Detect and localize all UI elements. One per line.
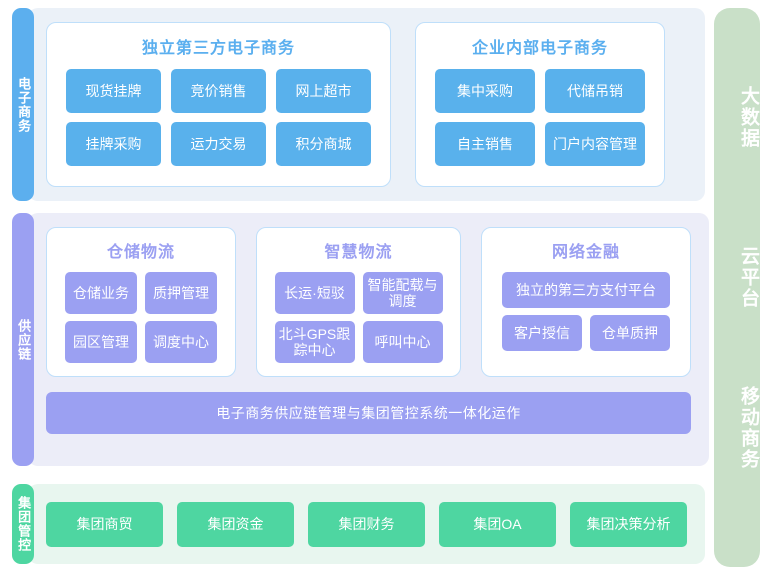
item-button[interactable]: 代储吊销 (545, 69, 645, 113)
panel-title-internal: 企业内部电子商务 (471, 40, 608, 57)
item-button[interactable]: 独立的第三方支付平台 (502, 272, 670, 308)
item-button[interactable]: 竞价销售 (171, 69, 266, 113)
row-tab-ecommerce[interactable]: 电子商务 (12, 8, 34, 201)
item-button[interactable]: 集团财务 (308, 501, 425, 547)
item-button[interactable]: 积分商城 (276, 122, 371, 166)
panel-warehouse-logistics: 仓储物流 仓储业务 质押管理 园区管理 调度中心 (46, 227, 236, 377)
item-button[interactable]: 门户内容管理 (545, 122, 645, 166)
item-button[interactable]: 质押管理 (145, 272, 217, 314)
panel-title-warehouse: 仓储物流 (106, 244, 175, 261)
rail-label-cloud-platform[interactable]: 云平台 (738, 246, 759, 309)
item-button[interactable]: 仓储业务 (65, 272, 137, 314)
item-button[interactable]: 客户授信 (502, 315, 582, 351)
button-grid-warehouse: 仓储业务 质押管理 园区管理 调度中心 (65, 272, 217, 363)
button-grid-internal: 集中采购 代储吊销 自主销售 门户内容管理 (435, 69, 645, 166)
item-button[interactable]: 长运·短驳 (274, 272, 355, 314)
item-button[interactable]: 调度中心 (145, 321, 217, 363)
row-tab-group-control[interactable]: 集团管控 (12, 484, 34, 564)
item-button[interactable]: 呼叫中心 (362, 321, 443, 363)
row-supply-chain: 供应链 仓储物流 仓储业务 质押管理 园区管理 调度中心 智慧物流 长运·短驳 (12, 213, 709, 466)
panel-third-party-ecommerce: 独立第三方电子商务 现货挂牌 竞价销售 网上超市 挂牌采购 运力交易 积分商城 (46, 22, 391, 187)
panel-title-smart-logistics: 智慧物流 (324, 244, 393, 261)
panel-network-finance: 网络金融 独立的第三方支付平台 客户授信 仓单质押 (481, 227, 691, 377)
row-body-supply-chain: 仓储物流 仓储业务 质押管理 园区管理 调度中心 智慧物流 长运·短驳 智能配载… (28, 213, 709, 466)
panel-title-network-finance: 网络金融 (551, 244, 620, 261)
button-grid-third-party: 现货挂牌 竞价销售 网上超市 挂牌采购 运力交易 积分商城 (66, 69, 371, 166)
supply-chain-banner[interactable]: 电子商务供应链管理与集团管控系统一体化运作 (46, 392, 691, 434)
rail-label-big-data[interactable]: 大数据 (738, 86, 759, 149)
row-body-group-control: 集团商贸 集团资金 集团财务 集团OA 集团决策分析 (28, 484, 705, 564)
panel-title-third-party: 独立第三方电子商务 (141, 40, 295, 57)
rail-label-mobile-commerce[interactable]: 移动商务 (738, 386, 759, 470)
item-button[interactable]: 现货挂牌 (66, 69, 161, 113)
item-button[interactable]: 运力交易 (171, 122, 266, 166)
row-body-ecommerce: 独立第三方电子商务 现货挂牌 竞价销售 网上超市 挂牌采购 运力交易 积分商城 … (28, 8, 705, 201)
item-button[interactable]: 集团决策分析 (570, 501, 687, 547)
row-ecommerce: 电子商务 独立第三方电子商务 现货挂牌 竞价销售 网上超市 挂牌采购 运力交易 … (12, 8, 705, 201)
button-grid-network-finance: 独立的第三方支付平台 客户授信 仓单质押 (502, 272, 670, 351)
panel-internal-ecommerce: 企业内部电子商务 集中采购 代储吊销 自主销售 门户内容管理 (415, 22, 665, 187)
row-tab-supply-chain[interactable]: 供应链 (12, 213, 34, 466)
item-button[interactable]: 挂牌采购 (66, 122, 161, 166)
item-button[interactable]: 园区管理 (65, 321, 137, 363)
item-button[interactable]: 集团OA (439, 501, 556, 547)
item-button[interactable]: 北斗GPS跟踪中心 (274, 321, 355, 363)
item-button[interactable]: 集团商贸 (46, 501, 163, 547)
item-button[interactable]: 仓单质押 (590, 315, 670, 351)
item-button[interactable]: 自主销售 (435, 122, 535, 166)
supply-chain-panels: 仓储物流 仓储业务 质押管理 园区管理 调度中心 智慧物流 长运·短驳 智能配载… (46, 227, 691, 377)
item-button[interactable]: 网上超市 (276, 69, 371, 113)
right-rail: 大数据 云平台 移动商务 (714, 8, 760, 567)
item-button[interactable]: 集团资金 (177, 501, 294, 547)
item-button[interactable]: 集中采购 (435, 69, 535, 113)
row-group-control: 集团管控 集团商贸 集团资金 集团财务 集团OA 集团决策分析 (12, 484, 705, 564)
panel-smart-logistics: 智慧物流 长运·短驳 智能配载与调度 北斗GPS跟踪中心 呼叫中心 (256, 227, 461, 377)
button-grid-smart-logistics: 长运·短驳 智能配载与调度 北斗GPS跟踪中心 呼叫中心 (274, 272, 443, 363)
item-button[interactable]: 智能配载与调度 (362, 272, 443, 314)
